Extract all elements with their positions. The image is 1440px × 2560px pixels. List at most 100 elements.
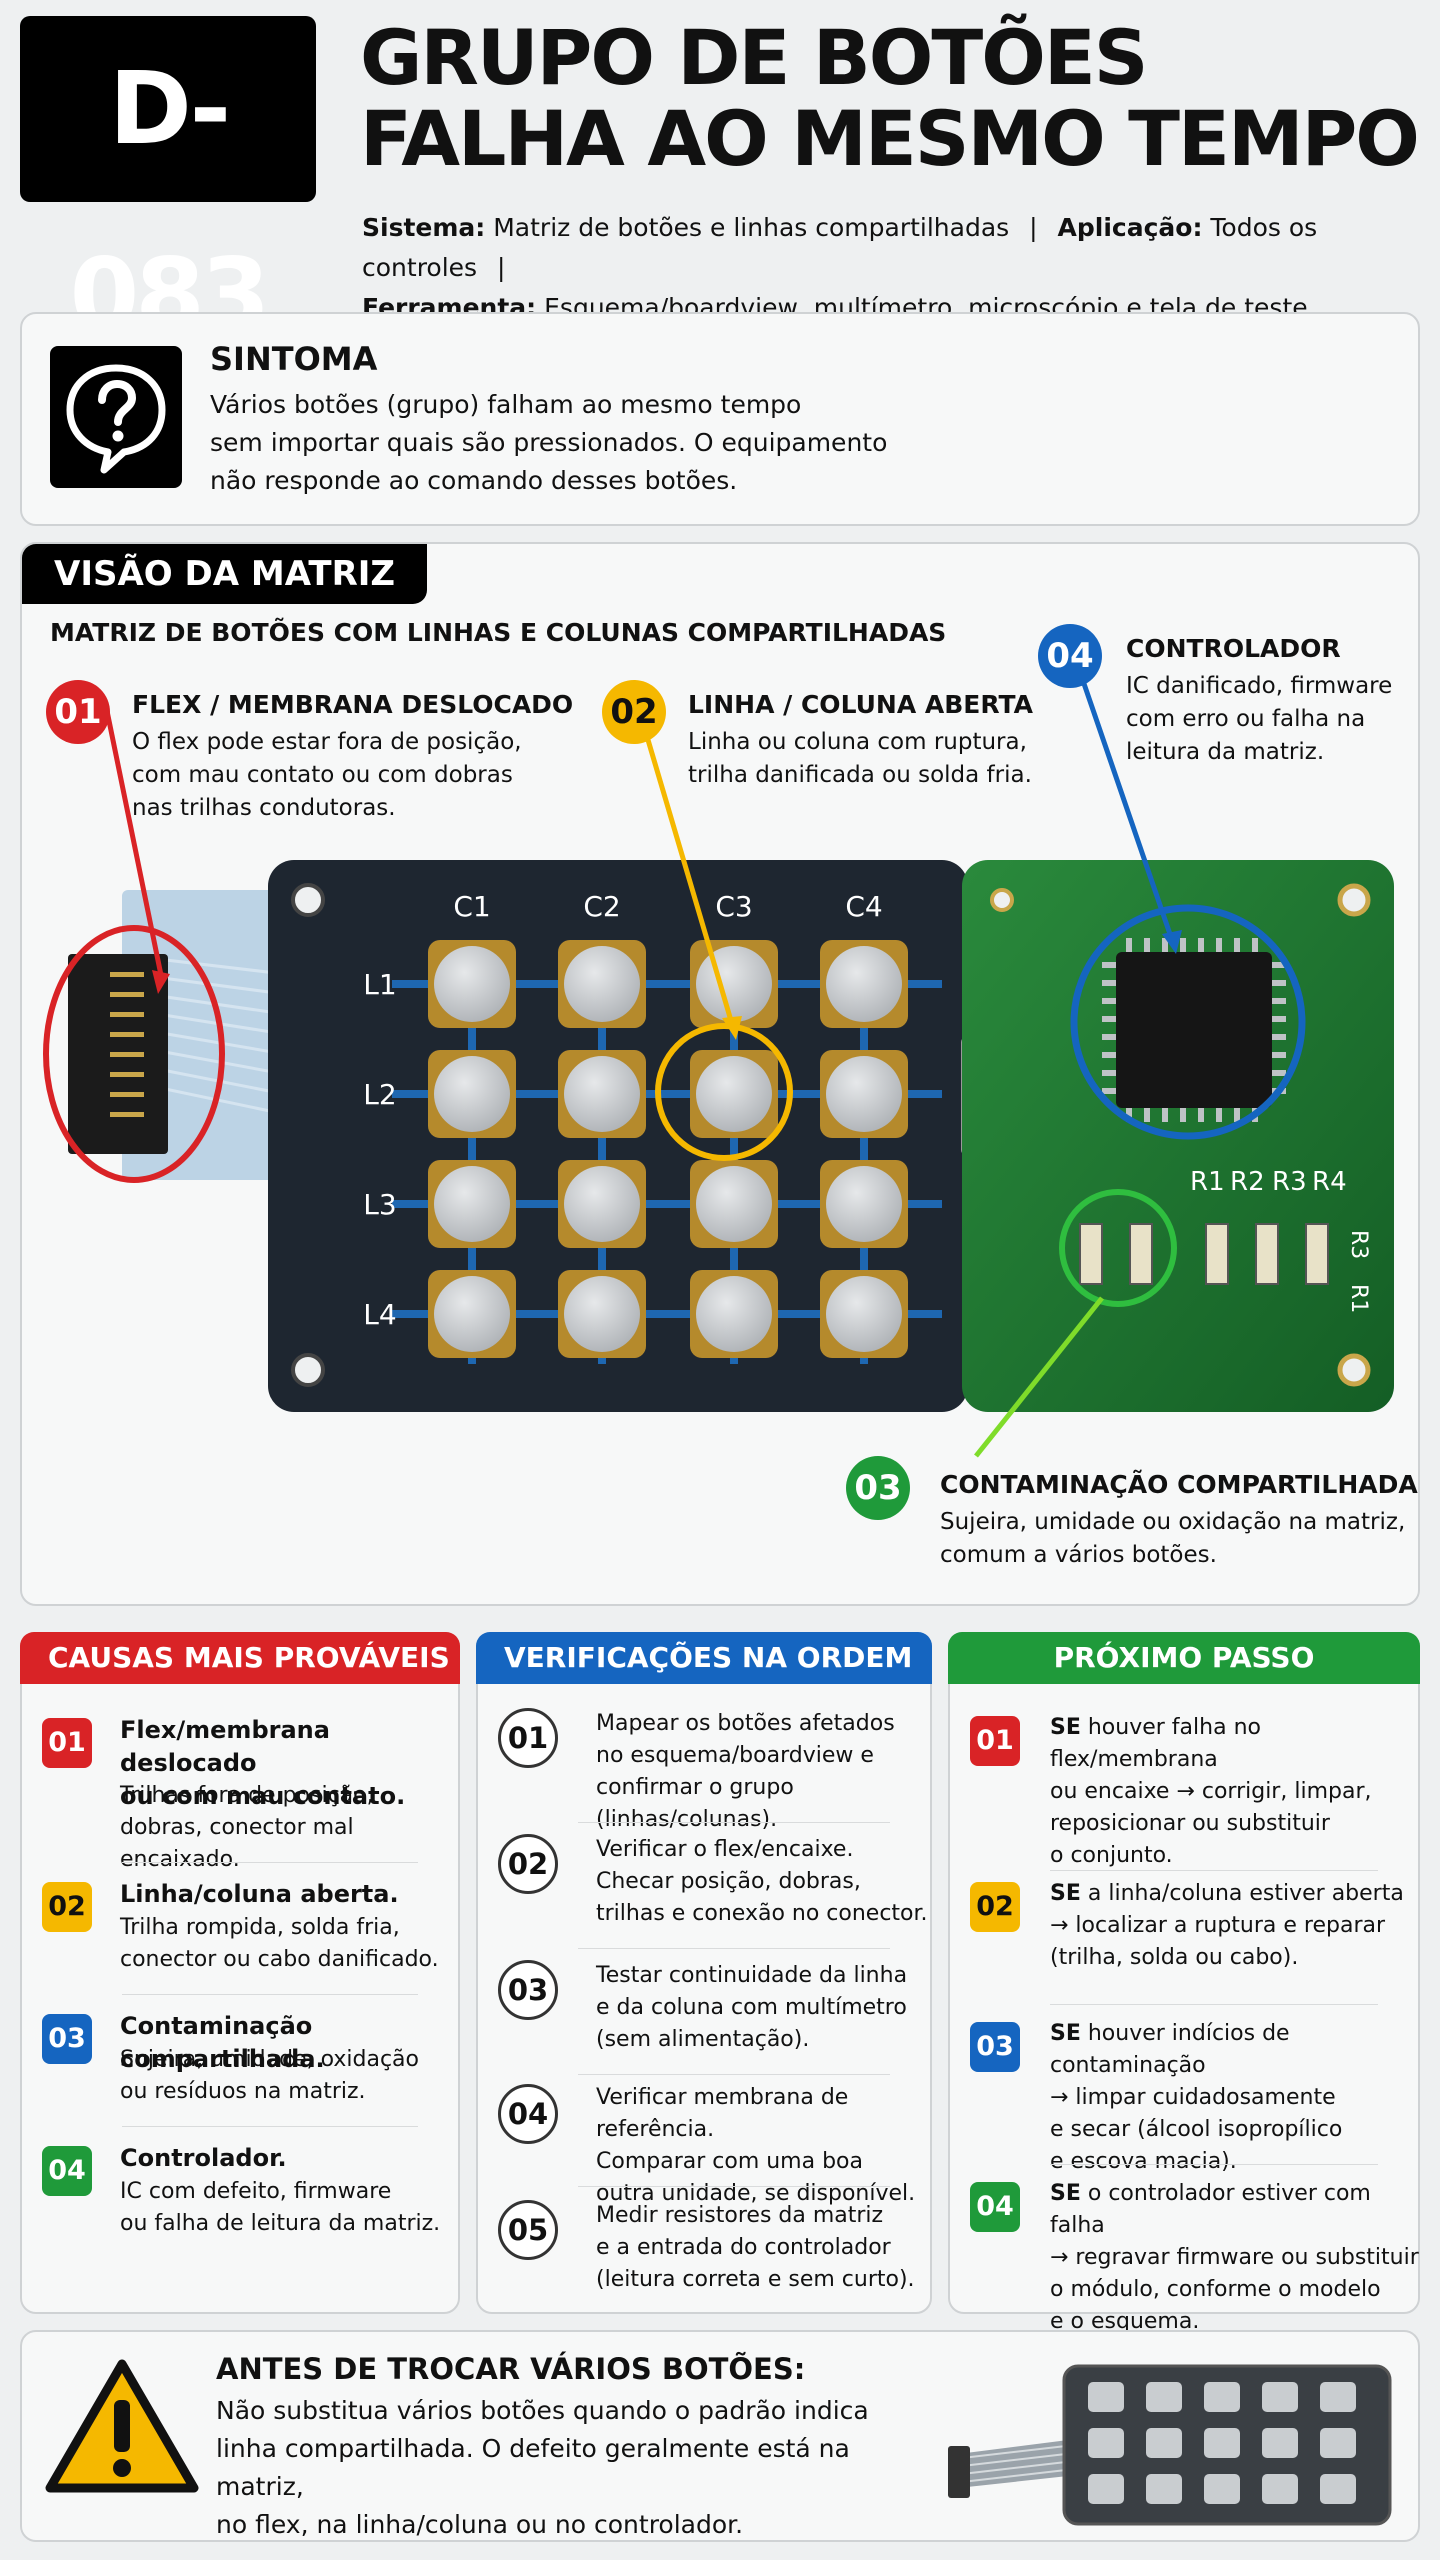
check-text: Verificar membrana de referência.Compara… (596, 2082, 936, 2210)
row-label: L2 (363, 1078, 396, 1111)
cause-number: 02 (42, 1882, 92, 1932)
check-item: 04 Verificar membrana de referência.Comp… (498, 2072, 915, 2206)
cause-line: dobras, conector mal encaixado. (120, 1815, 354, 1872)
thumbnail-key (1146, 2474, 1182, 2504)
check-line: outra unidade, se disponível. (596, 2181, 916, 2206)
cause-number: 01 (42, 1718, 92, 1768)
keypad-button (820, 1270, 908, 1358)
cause-line: Sujeira, umidade, oxidação (120, 2047, 419, 2072)
procedure-code: D-083 (20, 16, 316, 353)
se-keyword: SE (1050, 2181, 1081, 2206)
callout-line: com mau contato ou com dobras (132, 762, 513, 788)
keypad-button (428, 1270, 516, 1358)
matrix-subtitle: MATRIZ DE BOTÕES COM LINHAS E COLUNAS CO… (50, 618, 947, 647)
next-line: e escova macia). (1050, 2149, 1237, 2174)
warning-triangle-icon (45, 2359, 199, 2493)
divider (1050, 2164, 1378, 2165)
callout-line: nas trilhas condutoras. (132, 795, 396, 821)
callout-arrow-02 (635, 705, 735, 1025)
callout-number: 02 (602, 680, 666, 744)
next-step-card: PRÓXIMO PASSO 01 SE houver falha no flex… (948, 1632, 1420, 2334)
next-number: 01 (970, 1716, 1020, 1766)
cause-title-line: Flex/membrana deslocado (120, 1716, 330, 1777)
next-line: (trilha, solda ou cabo). (1050, 1945, 1299, 1970)
keypad-button (820, 940, 908, 1028)
keypad-button (690, 1050, 778, 1138)
callout-line: O flex pode estar fora de posição, (132, 729, 522, 755)
cause-line: ou resíduos na matriz. (120, 2079, 366, 2104)
page-title: GRUPO DE BOTÕES FALHA AO MESMO TEMPO (360, 17, 1420, 179)
controller-highlight-circle (1070, 904, 1306, 1140)
callout-title: LINHA / COLUNA ABERTA (688, 690, 1033, 719)
next-item: 04 SE o controlador estiver com falha → … (970, 2178, 1419, 2334)
keypad-button (820, 1160, 908, 1248)
next-line: reposicionar ou substituir (1050, 1811, 1330, 1836)
meta-info: Sistema: Matriz de botões e linhas compa… (362, 208, 1422, 328)
next-number: 04 (970, 2182, 1020, 2232)
cause-title: Contaminação compartilhada. (120, 2012, 325, 2073)
next-first-line: SE houver falha no flex/membrana (1050, 1712, 1430, 1776)
thumbnail-key (1088, 2474, 1124, 2504)
thumbnail-key (1088, 2428, 1124, 2458)
divider (578, 1822, 890, 1823)
next-number: 02 (970, 1882, 1020, 1932)
cause-item: 04 Controlador. IC com defeito, firmware… (42, 2142, 442, 2252)
row-label: L3 (363, 1188, 396, 1221)
check-line: e a entrada do controlador (596, 2235, 891, 2260)
keypad-button (690, 940, 778, 1028)
row-label: L1 (363, 968, 396, 1001)
line-highlight-circle (655, 1023, 793, 1161)
callout-title: CONTROLADOR (1126, 634, 1341, 663)
se-keyword: SE (1050, 2021, 1081, 2046)
warning-line: linha compartilhada. O defeito geralment… (216, 2434, 850, 2501)
next-line: → limpar cuidadosamente (1050, 2085, 1336, 2110)
column-label: C2 (583, 890, 620, 923)
check-number: 04 (498, 2084, 558, 2144)
thumbnail-key (1146, 2428, 1182, 2458)
symptom-line: sem importar quais são pressionados. O e… (210, 428, 888, 457)
divider (578, 1948, 890, 1949)
flex-highlight-circle (43, 925, 225, 1183)
thumbnail-key (1320, 2428, 1356, 2458)
divider (578, 2186, 890, 2187)
check-line: Testar continuidade da linha (596, 1963, 908, 1988)
next-line: → localizar a ruptura e reparar (1050, 1913, 1386, 1938)
next-text: SE o controlador estiver com falha → reg… (1050, 2178, 1430, 2338)
warning-line: no flex, na linha/coluna ou no controlad… (216, 2510, 744, 2539)
thumbnail-key (1204, 2474, 1240, 2504)
keypad-button (820, 1050, 908, 1138)
check-item: 02 Verificar o flex/encaixe.Checar posiç… (498, 1834, 928, 1944)
cause-item: 02 Linha/coluna aberta. Trilha rompida, … (42, 1878, 442, 1988)
divider (578, 2074, 890, 2075)
resistor-label: R4 (1312, 1167, 1347, 1197)
next-line: → regravar firmware ou substituir (1050, 2245, 1419, 2270)
keypad-button (558, 1270, 646, 1358)
cause-line: Trilha rompida, solda fria, (120, 1915, 400, 1940)
controller-ic (1116, 952, 1272, 1108)
next-first: houver indícios de contaminação (1050, 2021, 1290, 2078)
check-line: confirmar o grupo (linhas/colunas). (596, 1775, 794, 1832)
cause-text: Trilha rompida, solda fria,conector ou c… (120, 1912, 460, 1976)
thumbnail-key (1262, 2382, 1298, 2412)
next-line: e secar (álcool isopropílico (1050, 2117, 1343, 2142)
thumbnail-key (1204, 2382, 1240, 2412)
next-text: SE houver indícios de contaminação → lim… (1050, 2018, 1430, 2178)
resistor-label: R1 (1190, 1167, 1225, 1197)
warning-card: ANTES DE TROCAR VÁRIOS BOTÕES: Não subst… (20, 2330, 1420, 2542)
callout-text: IC danificado, firmware com erro ou falh… (1126, 670, 1392, 769)
meta-separator: | (1029, 213, 1038, 242)
callout-text: O flex pode estar fora de posição, com m… (132, 726, 522, 825)
se-keyword: SE (1050, 1881, 1081, 1906)
check-line: Comparar com uma boa (596, 2149, 863, 2174)
callout-arrow-04 (1077, 671, 1175, 941)
callout-title: FLEX / MEMBRANA DESLOCADO (132, 690, 574, 719)
warning-title: ANTES DE TROCAR VÁRIOS BOTÕES: (216, 2352, 806, 2386)
callout-number: 01 (46, 680, 110, 744)
check-line: (leitura correta e sem curto). (596, 2267, 915, 2292)
